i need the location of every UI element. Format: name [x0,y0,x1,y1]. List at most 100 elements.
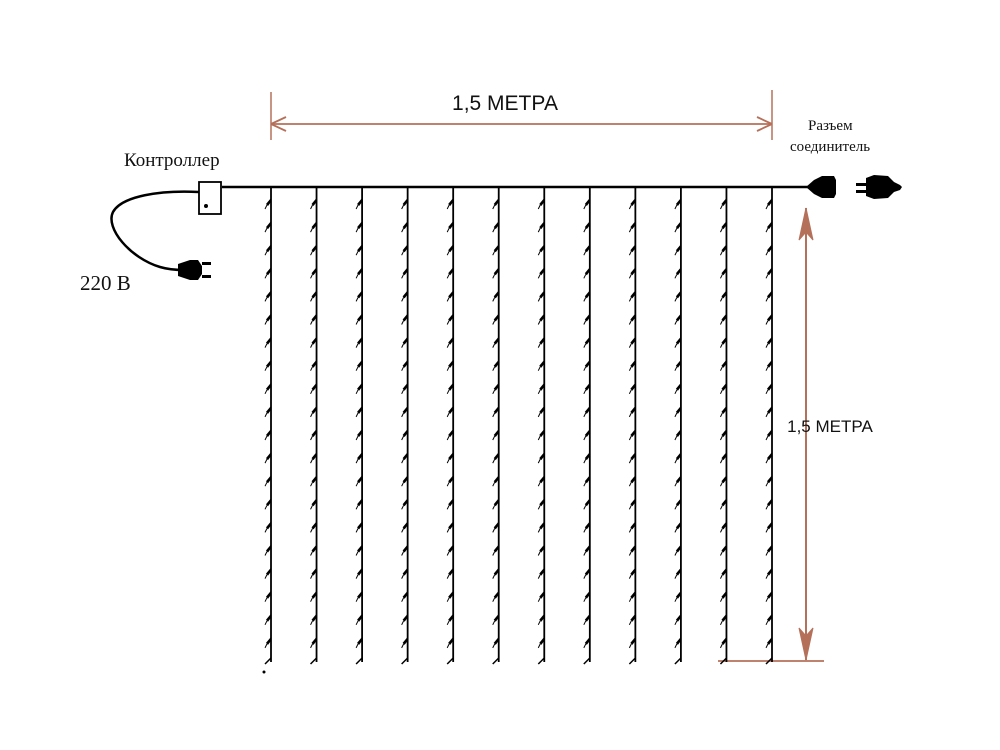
led-bulb [539,313,545,322]
led-bulb [448,359,454,368]
width-label: 1,5 МЕТРА [452,92,558,115]
led-bulb [767,521,772,530]
led-bulb [584,636,590,645]
led-bulb [630,567,636,576]
led-bulb [767,198,772,206]
led-bulb [357,567,363,576]
led-bulb [767,636,772,645]
led-bulb [448,544,454,553]
height-dimension [718,207,824,662]
led-bulb [767,244,772,253]
led-bulb [584,405,590,414]
led-bulb [266,221,271,230]
led-bulb [675,429,681,437]
led-bulb [721,244,727,253]
led-strand [765,188,773,665]
led-bulb [493,290,499,299]
led-bulb [493,567,499,576]
led-bulb [630,221,636,230]
led-bulb [675,590,681,599]
height-label: 1,5 МЕТРА [787,417,873,436]
led-bulb [311,359,317,368]
led-bulb [630,267,636,276]
led-bulb [493,475,499,484]
led-bulb [493,452,499,461]
led-bulb [584,382,590,391]
led-bulb [402,290,408,299]
led-bulb [311,290,317,299]
led-bulb [493,429,499,437]
led-bulb [767,382,772,391]
led-bulb [357,498,363,507]
led-bulb [675,244,681,253]
width-dimension-arrow-right [756,116,773,132]
led-bulb [584,244,590,253]
led-bulb [402,267,408,276]
led-bulb [721,498,727,507]
led-bulb [721,336,727,345]
led-bulb [675,636,681,645]
led-bulb [721,544,727,553]
led-bulb [402,336,408,345]
led-bulb [584,267,590,276]
led-bulb [630,405,636,414]
led-bulb [493,267,499,276]
led-bulb [630,636,636,645]
led-bulb [311,267,317,276]
led-bulb [721,382,727,391]
led-bulb [767,359,772,368]
height-dimension-arrow-top [798,207,814,241]
led-bulb [357,267,363,276]
led-bulb [448,382,454,391]
led-bulb [402,498,408,507]
connector-label-line1: Разъем [808,118,853,134]
led-bulb [311,636,317,645]
led-bulb [402,382,408,391]
led-bulb [493,636,499,645]
led-bulb [448,452,454,461]
connector-plug-icon [856,175,902,199]
led-bulb [311,544,317,553]
led-bulb [539,336,545,345]
led-bulb [448,336,454,345]
led-bulb [266,429,271,437]
led-strands [262,188,773,674]
led-bulb [721,613,727,622]
led-bulb [675,567,681,576]
led-bulb [539,359,545,368]
led-bulb [493,198,499,206]
led-bulb [539,544,545,553]
led-bulb [266,567,271,576]
led-bulb [357,221,363,230]
led-bulb [493,382,499,391]
led-bulb [675,313,681,322]
led-strand [674,188,682,665]
led-bulb [448,244,454,253]
led-bulb [539,498,545,507]
led-bulb [493,613,499,622]
led-bulb [630,244,636,253]
led-bulb [721,221,727,230]
led-bulb [630,313,636,322]
led-bulb [266,313,271,322]
led-bulb [402,429,408,437]
led-bulb [402,452,408,461]
led-bulb [357,336,363,345]
led-bulb [357,544,363,553]
led-bulb [357,429,363,437]
led-bulb [721,267,727,276]
led-bulb [311,221,317,230]
led-bulb [675,267,681,276]
led-bulb [584,336,590,345]
voltage-label: 220 В [80,271,131,295]
led-bulb [767,313,772,322]
led-bulb [266,336,271,345]
led-bulb [767,290,772,299]
led-bulb [493,313,499,322]
led-strand [310,188,318,665]
led-bulb [266,267,271,276]
led-bulb [448,521,454,530]
led-bulb [357,313,363,322]
led-bulb [402,359,408,368]
led-bulb [493,359,499,368]
